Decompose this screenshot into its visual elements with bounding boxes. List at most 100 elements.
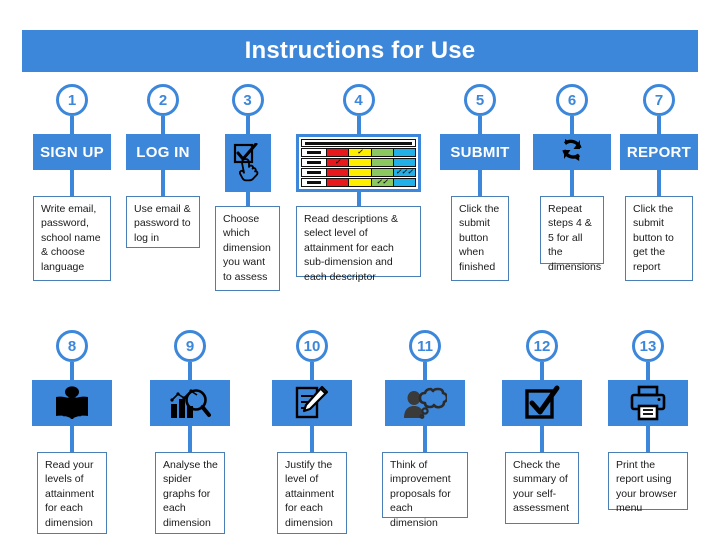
connector-line	[570, 170, 574, 196]
step-number-badge: 9	[174, 330, 206, 362]
checked-checkbox-icon	[524, 385, 560, 421]
rubric-cell-yellow	[348, 168, 372, 177]
connector-line	[70, 426, 74, 452]
rubric-cell-cyan	[392, 158, 416, 167]
step-7: 7 REPORT Click the submit button to get …	[620, 84, 698, 281]
connector-line	[245, 192, 250, 206]
step-12: 12 Check the summary of your self-assess…	[502, 330, 582, 524]
connector-line	[478, 170, 482, 196]
rubric-cell-red	[326, 148, 350, 157]
connector-line	[70, 170, 74, 196]
connector-line	[478, 116, 482, 134]
rubric-label-cell	[301, 158, 327, 167]
rubric-row: ✓	[301, 158, 416, 167]
rubric-label-cell	[301, 178, 327, 187]
step-description: Analyse the spider graphs for each dimen…	[155, 452, 225, 534]
rubric-cell-cyan: ✓✓✓	[392, 168, 416, 177]
rubric-label-cell	[301, 168, 327, 177]
connector-line	[570, 116, 574, 134]
step-8: 8 Read your levels of attainment for eac…	[32, 330, 112, 534]
rubric-label-cell	[301, 148, 327, 157]
step-description: Read descriptions & select level of atta…	[296, 206, 421, 283]
connector-line	[356, 192, 361, 206]
step-tile-choose-dimension[interactable]	[224, 134, 271, 192]
step-tile-log-in[interactable]: LOG IN	[126, 134, 200, 170]
connector-line	[423, 426, 427, 452]
rubric-cell-green	[370, 168, 394, 177]
rubric-cell-yellow	[348, 158, 372, 167]
step-tile-justify-level[interactable]	[272, 380, 352, 426]
connector-line	[657, 116, 661, 134]
step-tile-report[interactable]: REPORT	[620, 134, 698, 170]
step-13: 13 Print the report using your browser m…	[608, 330, 688, 514]
connector-line	[188, 362, 192, 380]
step-number-badge: 5	[464, 84, 496, 116]
rubric-cell-yellow: ✓	[348, 148, 372, 157]
connector-line	[70, 116, 74, 134]
connector-line	[356, 116, 361, 134]
rubric-cell-yellow	[348, 178, 372, 187]
step-11: 11 Think of improvement proposals for ea…	[382, 330, 468, 529]
page-title: Instructions for Use	[244, 37, 476, 64]
rubric-cell-red	[326, 178, 350, 187]
rubric-cell-cyan	[392, 148, 416, 157]
connector-line	[161, 116, 165, 134]
step-tile-label: SUBMIT	[450, 143, 510, 161]
step-description: Use email & password to log in	[126, 196, 200, 248]
step-number-badge: 2	[147, 84, 179, 116]
step-9: 9 Analyse the spider graphs for ea	[150, 330, 230, 534]
step-number-badge: 11	[409, 330, 441, 362]
step-tile-print-report[interactable]	[608, 380, 688, 426]
person-reading-book-icon	[53, 385, 91, 421]
connector-line	[646, 426, 650, 452]
step-number-badge: 13	[632, 330, 664, 362]
rubric-cell-cyan	[392, 178, 416, 187]
rubric-header-row	[301, 139, 416, 147]
step-description: Choose which dimension you want to asses…	[215, 206, 280, 291]
connector-line	[540, 362, 544, 380]
connector-line	[540, 426, 544, 452]
connector-line	[646, 362, 650, 380]
step-tile-sign-up[interactable]: SIGN UP	[33, 134, 111, 170]
connector-line	[423, 362, 427, 380]
connector-line	[188, 426, 192, 452]
step-description: Repeat steps 4 & 5 for all the dimension…	[540, 196, 604, 273]
step-3: 3 Choose which dimension you want to ass…	[215, 84, 280, 291]
step-tile-label: REPORT	[626, 143, 692, 161]
step-6: 6 Repeat steps 4 & 5 for all the dimensi…	[533, 84, 611, 273]
step-number-badge: 1	[56, 84, 88, 116]
repeat-arrows-icon	[557, 138, 587, 166]
step-10: 10 Justify the level of attainment for e…	[272, 330, 352, 534]
step-tile-read-levels[interactable]	[32, 380, 112, 426]
step-number-badge: 7	[643, 84, 675, 116]
step-tile-label: LOG IN	[136, 143, 190, 161]
step-description: Read your levels of attainment for each …	[37, 452, 107, 534]
step-description: Write email, password, school name & cho…	[33, 196, 111, 281]
step-tile-analyse-graphs[interactable]	[150, 380, 230, 426]
step-description: Justify the level of attainment for each…	[277, 452, 347, 534]
checkbox-hand-icon	[232, 143, 264, 183]
step-number-badge: 3	[231, 84, 264, 116]
step-1: 1 SIGN UP Write email, password, school …	[33, 84, 111, 281]
step-tile-improvement-proposals[interactable]	[385, 380, 465, 426]
rubric-table-icon[interactable]: ✓ ✓ ✓✓✓ ✓✓	[296, 134, 421, 192]
page-title-bar: Instructions for Use	[22, 30, 698, 72]
connector-line	[245, 116, 250, 134]
step-number-badge: 10	[296, 330, 328, 362]
step-4: 4 ✓ ✓ ✓✓✓	[296, 84, 421, 283]
connector-line	[657, 170, 661, 196]
step-description: Check the summary of your self-assessmen…	[505, 452, 579, 524]
step-description: Print the report using your browser menu	[608, 452, 688, 514]
step-number-badge: 6	[556, 84, 588, 116]
rubric-row: ✓	[301, 148, 416, 157]
step-tile-submit[interactable]: SUBMIT	[440, 134, 520, 170]
step-5: 5 SUBMIT Click the submit button when fi…	[440, 84, 520, 281]
step-number-badge: 4	[342, 84, 375, 116]
rubric-cell-green	[370, 148, 394, 157]
step-tile-label: SIGN UP	[40, 143, 104, 161]
printer-icon	[629, 385, 667, 421]
rubric-cell-red	[326, 168, 350, 177]
step-tile-check-summary[interactable]	[502, 380, 582, 426]
step-tile-repeat[interactable]	[533, 134, 611, 170]
